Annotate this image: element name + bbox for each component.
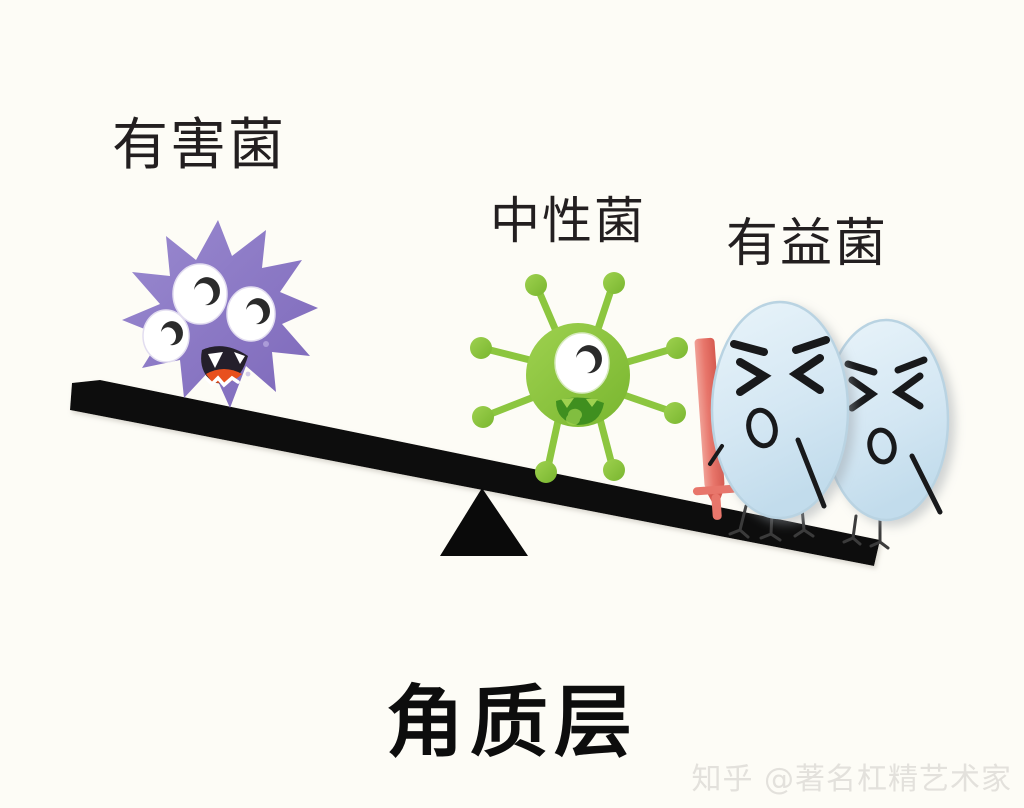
beneficial-bacteria-character-front [692,300,850,542]
seesaw-beam [70,380,880,566]
beneficial-arm-back [909,453,943,515]
harmful-bacteria-character [122,220,318,408]
harmful-eye-right [226,286,276,342]
beneficial-mouth-back [867,427,897,465]
beneficial-body-front [710,300,850,520]
seesaw-fulcrum [440,488,528,556]
neutral-spike-knobs [470,272,688,483]
beneficial-arm-sword-grip [708,444,724,466]
label-neutral-bacteria: 中性菌 [490,192,646,250]
harmful-mouth [201,346,248,388]
beneficial-arm-front [795,437,827,509]
beneficial-mouth-front [746,407,778,449]
beneficial-eyes-back [844,356,928,412]
neutral-spikes [482,283,676,471]
beneficial-bacteria-character-back [822,318,950,550]
label-beneficial-bacteria: 有益菌 [726,214,889,274]
illustration-title: 角质层 [385,678,638,768]
label-harmful-bacteria: 有害菌 [112,113,286,178]
neutral-mouth [556,397,604,426]
neutral-eye [554,332,610,394]
beneficial-eyes-front [730,336,830,396]
neutral-bacteria-character [470,272,688,483]
zhihu-watermark: 知乎 @著名杠精艺术家 [691,762,1012,797]
beneficial-legs-back [842,514,890,550]
harmful-eye-lower-left [142,309,190,363]
harmful-eye-upper-left [172,263,228,325]
